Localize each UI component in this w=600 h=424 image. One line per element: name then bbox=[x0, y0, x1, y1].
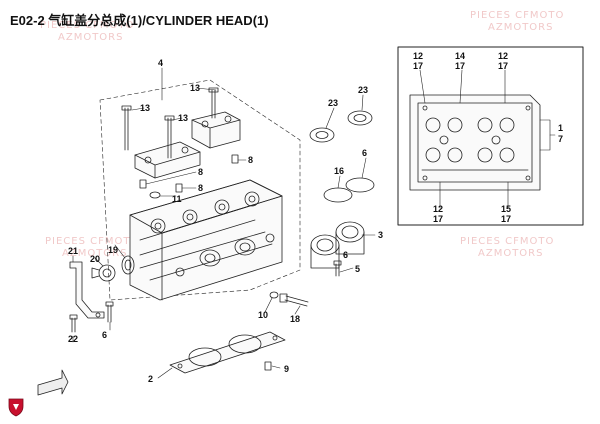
inset-callout-17: 17 bbox=[433, 214, 443, 224]
callout-19: 19 bbox=[108, 245, 118, 255]
callout-9: 9 bbox=[284, 364, 289, 374]
bolt-5 bbox=[333, 260, 342, 277]
callout-22: 22 bbox=[68, 334, 78, 344]
callout-20: 20 bbox=[90, 254, 100, 264]
callout-16: 16 bbox=[334, 166, 344, 176]
camshaft-holder-right bbox=[191, 111, 241, 149]
inset-box bbox=[397, 46, 584, 226]
assembly-outline bbox=[99, 79, 301, 301]
cylinder-head-gasket-2 bbox=[169, 331, 286, 374]
inset-callout-12: 12 bbox=[433, 204, 443, 214]
callout-5: 5 bbox=[355, 264, 360, 274]
inset-callout-17: 17 bbox=[413, 61, 423, 71]
clamp-16-b bbox=[345, 177, 375, 193]
callout-8: 8 bbox=[248, 155, 253, 165]
bolt-22 bbox=[69, 314, 78, 333]
watermark-line1: PIECES CFMOTO bbox=[470, 10, 565, 21]
water-pipe-21 bbox=[69, 261, 105, 319]
o-ring-10 bbox=[269, 291, 279, 299]
inset-callout-1: 1 bbox=[558, 123, 563, 133]
callout-2: 2 bbox=[148, 374, 153, 384]
inset-callout-17: 17 bbox=[455, 61, 465, 71]
camshaft-holder-left bbox=[134, 141, 201, 179]
thermostat-19 bbox=[121, 255, 135, 275]
bolt-13-a bbox=[121, 105, 132, 151]
callout-23: 23 bbox=[328, 98, 338, 108]
callout-11: 11 bbox=[172, 194, 182, 204]
inset-callout-17: 17 bbox=[498, 61, 508, 71]
washer-11 bbox=[149, 191, 161, 199]
callout-18: 18 bbox=[290, 314, 300, 324]
insulator-23-a bbox=[309, 127, 335, 143]
bolt-13-c bbox=[208, 87, 219, 119]
watermark-line2: AZMOTORS bbox=[62, 248, 128, 259]
watermark-line2: AZMOTORS bbox=[58, 32, 124, 43]
thermostat-housing-20 bbox=[91, 264, 116, 282]
watermark-line2: AZMOTORS bbox=[488, 22, 554, 33]
inset-callout-12: 12 bbox=[498, 51, 508, 61]
inset-callout-7: 7 bbox=[558, 134, 563, 144]
clamp-16-a bbox=[323, 187, 353, 203]
bolt-6-a bbox=[105, 301, 114, 323]
callout-13: 13 bbox=[190, 83, 200, 93]
intake-joint-3-b bbox=[335, 221, 365, 255]
watermark-line2: AZMOTORS bbox=[478, 248, 544, 259]
callout-6: 6 bbox=[362, 148, 367, 158]
callout-10: 10 bbox=[258, 310, 268, 320]
watermark-line1: PIECES CFMOTO bbox=[45, 236, 140, 247]
dowel-pin-8-a bbox=[231, 154, 239, 164]
callout-13: 13 bbox=[140, 103, 150, 113]
callout-13: 13 bbox=[178, 113, 188, 123]
inset-head-top-view bbox=[409, 94, 541, 191]
callout-21: 21 bbox=[68, 246, 78, 256]
cylinder-head bbox=[129, 179, 283, 301]
watermark-line1: PIECES CFMOTO bbox=[40, 20, 135, 31]
diagram-title: E02-2 气缸盖分总成(1)/CYLINDER HEAD(1) bbox=[10, 13, 269, 28]
callout-6: 6 bbox=[343, 250, 348, 260]
front-direction-icon bbox=[37, 369, 69, 396]
callout-4: 4 bbox=[158, 58, 163, 68]
inset-callout-12: 12 bbox=[413, 51, 423, 61]
callout-8: 8 bbox=[198, 167, 203, 177]
callout-23: 23 bbox=[358, 85, 368, 95]
inset-callout-15: 15 bbox=[501, 204, 511, 214]
temperature-sensor-18 bbox=[279, 293, 309, 307]
watermark-line1: PIECES CFMOTO bbox=[460, 236, 555, 247]
leader-lines bbox=[72, 67, 556, 379]
insulator-23-b bbox=[347, 110, 373, 126]
callout-3: 3 bbox=[378, 230, 383, 240]
callout-8: 8 bbox=[198, 183, 203, 193]
dowel-pin-9 bbox=[264, 361, 272, 371]
bolt-13-b bbox=[164, 115, 175, 159]
inset-callout-17: 17 bbox=[501, 214, 511, 224]
inset-callout-14: 14 bbox=[455, 51, 465, 61]
intake-joint-3-a bbox=[310, 234, 340, 269]
dowel-pin-8-b bbox=[139, 179, 147, 189]
callout-6: 6 bbox=[102, 330, 107, 340]
dowel-pin-8-c bbox=[175, 183, 183, 193]
